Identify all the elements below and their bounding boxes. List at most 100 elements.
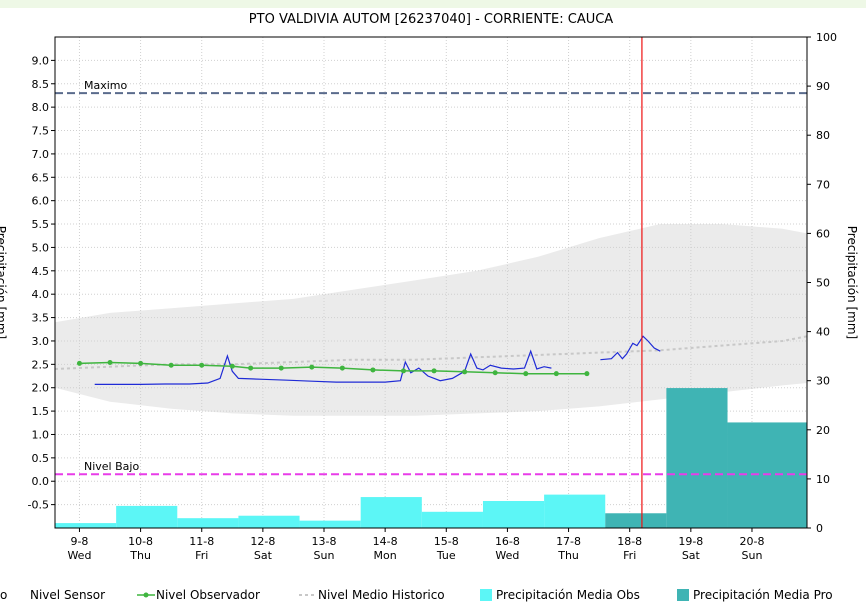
right-tick-label: 90 <box>816 80 830 93</box>
nivel-observador-line <box>79 361 587 375</box>
legend-label-precip-obs: Precipitación Media Obs <box>496 588 640 602</box>
nivel-observador-point <box>431 368 437 374</box>
nivel-observador-point <box>370 367 376 373</box>
precip-obs-bar <box>299 520 361 528</box>
x-weekday-label: Wed <box>495 549 519 562</box>
left-tick-label: 6.5 <box>32 171 50 184</box>
left-tick-label: 6.0 <box>32 195 50 208</box>
x-date-label: 11-8 <box>189 535 214 548</box>
top-strip <box>0 0 866 8</box>
nivel-observador-point <box>107 359 113 365</box>
nivel-observador-point <box>339 365 345 371</box>
x-date-label: 18-8 <box>617 535 642 548</box>
left-tick-label: 1.5 <box>32 405 50 418</box>
left-tick-label: 3.5 <box>32 312 50 325</box>
left-tick-label: 8.5 <box>32 78 50 91</box>
x-weekday-label: Wed <box>67 549 91 562</box>
nivel-sensor-line-b <box>600 335 661 361</box>
x-weekday-label: Sun <box>742 549 763 562</box>
chart-title: PTO VALDIVIA AUTOM [26237040] - CORRIENT… <box>249 12 614 27</box>
right-tick-label: 80 <box>816 129 830 142</box>
x-date-label: 19-8 <box>678 535 703 548</box>
legend-label-nivel-observador: Nivel Observador <box>156 588 260 602</box>
left-tick-label: 8.0 <box>32 101 50 114</box>
left-tick-label: 0.0 <box>32 475 50 488</box>
precip-pro-bar <box>666 388 728 528</box>
x-weekday-label: Thu <box>129 549 151 562</box>
right-axis-title: Precipitación [mm] <box>845 226 859 339</box>
x-weekday-label: Thu <box>557 549 579 562</box>
nivel-observador-point <box>584 371 590 377</box>
right-tick-label: 50 <box>816 277 830 290</box>
left-tick-label: 7.0 <box>32 148 50 161</box>
legend-item-nivel-sensor: Nivel Sensor <box>30 585 105 605</box>
nivel-observador-point <box>553 371 559 377</box>
right-tick-label: 60 <box>816 227 830 240</box>
legend-swatch-obs-icon <box>480 589 492 601</box>
right-tick-label: 10 <box>816 473 830 486</box>
x-date-label: 13-8 <box>312 535 337 548</box>
left-tick-label: 5.5 <box>32 218 50 231</box>
left-axis-title: Precipitación [mm] <box>0 226 8 339</box>
left-tick-label: 5.0 <box>32 241 50 254</box>
nivel-sensor-line <box>94 349 552 385</box>
legend-fragment: o <box>0 588 8 602</box>
nivel-observador-point <box>138 360 144 366</box>
x-weekday-label: Fri <box>195 549 208 562</box>
left-tick-label: -0.5 <box>28 499 49 512</box>
x-date-label: 16-8 <box>495 535 520 548</box>
right-tick-label: 40 <box>816 326 830 339</box>
left-tick-label: 1.0 <box>32 428 50 441</box>
x-weekday-label: Sat <box>682 549 701 562</box>
nivel-bajo-label: Nivel Bajo <box>84 460 139 473</box>
maximo-label: Maximo <box>84 79 128 92</box>
right-tick-label: 100 <box>816 31 837 44</box>
precip-obs-bar <box>360 497 422 528</box>
x-date-label: 14-8 <box>373 535 398 548</box>
x-weekday-label: Tue <box>436 549 456 562</box>
precip-obs-bar <box>238 515 300 528</box>
legend: o Nivel Sensor Nivel Observador Nivel Me… <box>0 585 866 605</box>
x-date-label: 15-8 <box>434 535 459 548</box>
precip-obs-bar <box>177 518 239 528</box>
legend-label-nivel-sensor: Nivel Sensor <box>30 588 106 602</box>
precip-obs-bar <box>482 500 545 528</box>
nivel-observador-point <box>248 365 254 371</box>
x-date-label: 17-8 <box>556 535 581 548</box>
x-weekday-label: Sat <box>254 549 273 562</box>
nivel-observador-point <box>229 363 235 369</box>
right-tick-label: 20 <box>816 424 830 437</box>
nivel-observador-point <box>168 362 174 368</box>
x-weekday-label: Sun <box>314 549 335 562</box>
precip-pro-bar <box>605 513 667 528</box>
precip-obs-bar <box>421 511 483 528</box>
legend-swatch-observador-icon <box>137 592 155 598</box>
x-weekday-label: Fri <box>623 549 636 562</box>
precip-obs-bar <box>55 523 117 528</box>
left-tick-label: 4.0 <box>32 288 50 301</box>
nivel-observador-point <box>278 365 284 371</box>
nivel-observador-point <box>462 369 468 375</box>
nivel-observador-point <box>400 368 406 374</box>
left-tick-label: 7.5 <box>32 125 50 138</box>
x-date-label: 9-8 <box>70 535 88 548</box>
left-tick-label: 3.0 <box>32 335 50 348</box>
nivel-observador-point <box>523 371 529 377</box>
x-date-label: 12-8 <box>250 535 275 548</box>
legend-swatch-pro-icon <box>677 589 689 601</box>
precip-obs-bar <box>544 494 606 528</box>
right-tick-label: 70 <box>816 178 830 191</box>
legend-item-precip-pro: Precipitación Media Pro <box>677 585 833 605</box>
left-tick-label: 4.5 <box>32 265 50 278</box>
legend-swatch-historico-icon <box>299 594 317 596</box>
legend-item-nivel-medio-historico: Nivel Medio Historico <box>298 585 445 605</box>
nivel-observador-point <box>199 362 205 368</box>
nivel-medio-historico-line <box>54 335 808 370</box>
left-tick-label: 0.5 <box>32 452 50 465</box>
precip-obs-bar <box>116 505 178 528</box>
legend-label-nivel-medio-historico: Nivel Medio Historico <box>318 588 445 602</box>
x-weekday-label: Mon <box>374 549 397 562</box>
legend-item-nivel-observador: Nivel Observador <box>136 585 260 605</box>
